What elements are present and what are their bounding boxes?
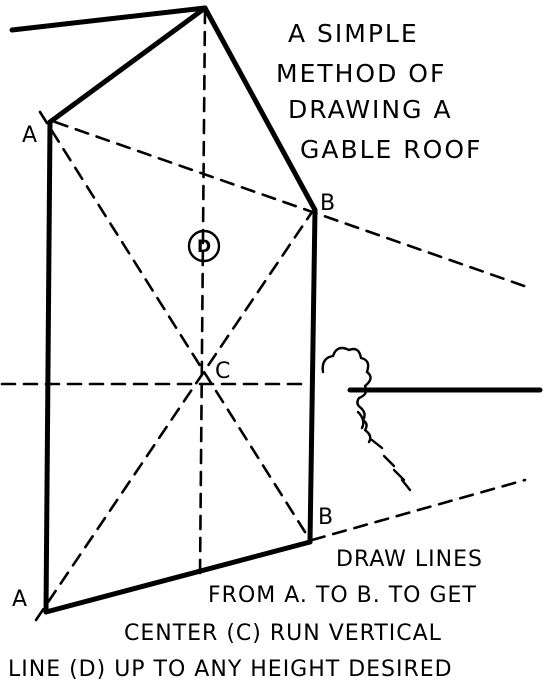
shrub-stroke-5 [400, 478, 412, 492]
roof-left-slope [47, 5, 208, 125]
title-line-2: METHOD OF [276, 59, 446, 88]
shrub-stroke-3 [382, 454, 396, 468]
roof-right-slope [202, 5, 318, 213]
point-c-label: C [215, 359, 230, 384]
instruction-line-3: CENTER (C) RUN VERTICAL [124, 621, 442, 646]
wall-bottom-edge [43, 539, 313, 615]
instruction-line-1: DRAW LINES [336, 547, 483, 572]
vertical-line-d [198, 8, 207, 577]
vanishing-line-top [53, 120, 532, 290]
diagonal-a-bottom-to-b-top [34, 210, 314, 622]
shrub-stroke-1 [356, 410, 365, 430]
instructions-block: DRAW LINES FROM A. TO B. TO GET CENTER (… [8, 547, 483, 682]
wall-left-edge [43, 119, 53, 615]
title-block: A SIMPLE METHOD OF DRAWING A GABLE ROOF [276, 19, 482, 164]
point-a-bottom-label: A [12, 587, 27, 612]
instruction-line-2: FROM A. TO B. TO GET [208, 583, 477, 608]
title-line-4: GABLE ROOF [300, 135, 482, 164]
shrub-stroke-2 [370, 438, 384, 450]
point-d-label: D [197, 237, 211, 257]
d-marker-circle [187, 229, 221, 263]
diagonal-a-top-to-b-bottom [38, 110, 307, 534]
vanishing-line-bottom [310, 478, 527, 542]
point-b-bottom-label: B [318, 505, 333, 530]
point-b-top-label: B [320, 191, 335, 216]
wall-right-edge [307, 207, 318, 545]
shrub-outline [321, 346, 372, 444]
title-line-3: DRAWING A [288, 95, 453, 124]
instruction-line-4: LINE (D) UP TO ANY HEIGHT DESIRED [8, 657, 453, 682]
adjacent-roof-line [9, 5, 208, 33]
point-a-top-label: A [22, 123, 37, 148]
shrub-stroke-4 [392, 468, 406, 482]
title-line-1: A SIMPLE [288, 19, 419, 48]
